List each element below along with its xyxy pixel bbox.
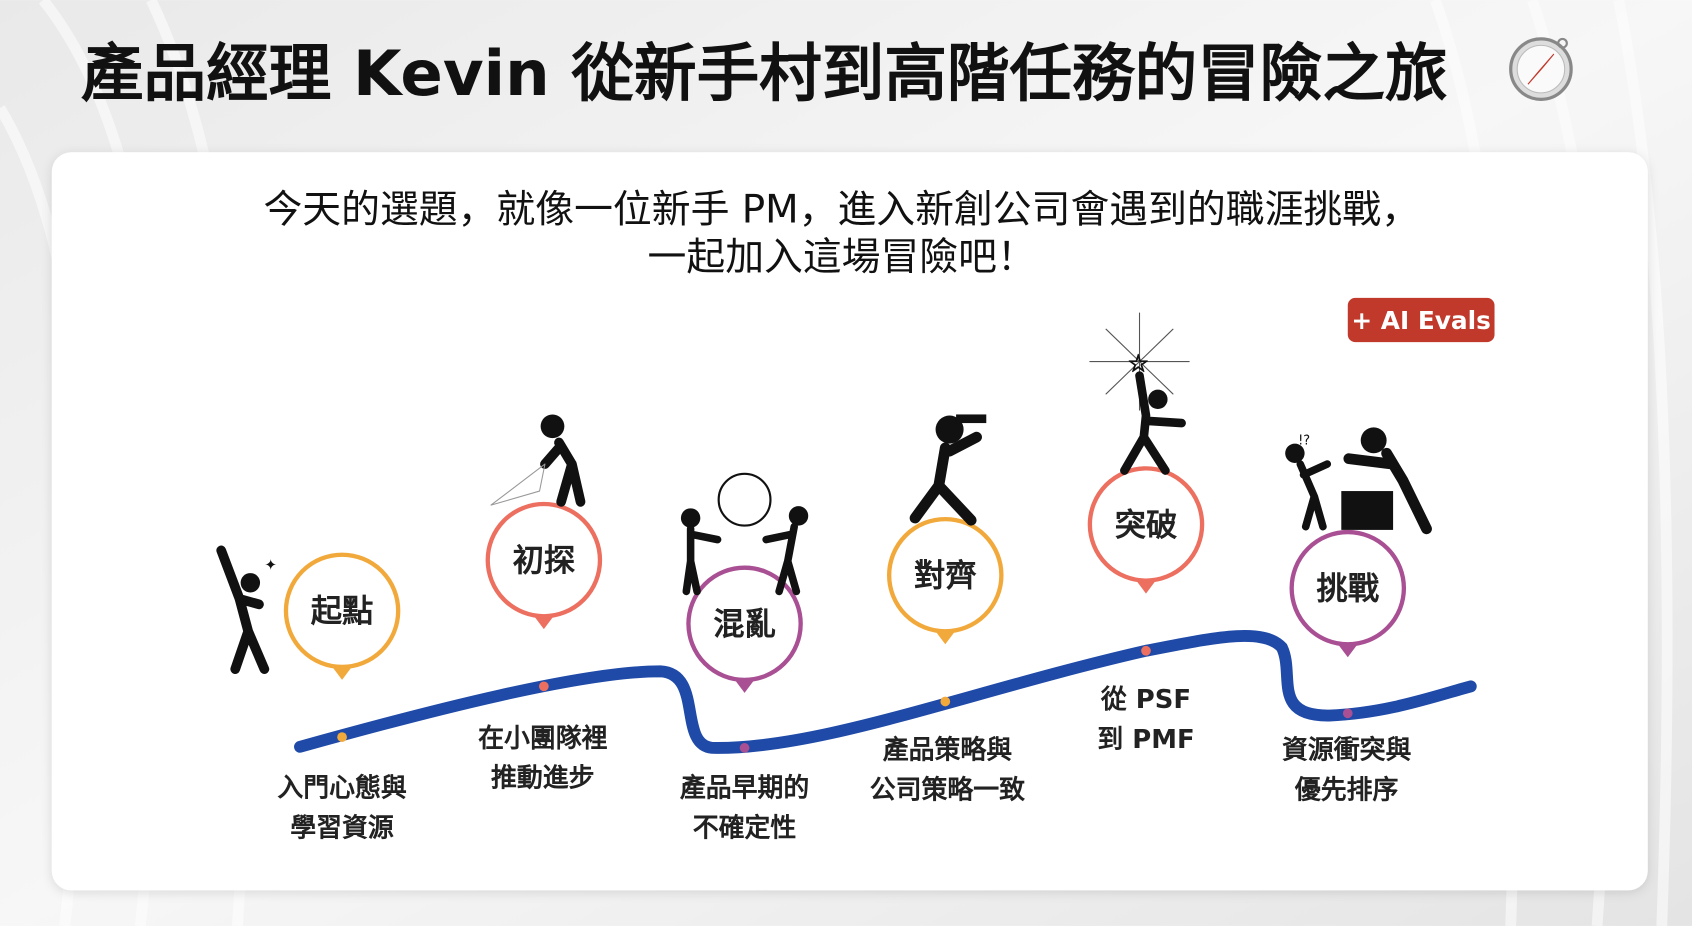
milestone-label-line2: 學習資源 [290, 813, 394, 843]
figure-conflict-icon: !? [1285, 427, 1432, 535]
ai-evals-badge: + AI Evals [1347, 297, 1495, 343]
stage-pin: 混亂 [686, 565, 803, 693]
stage-pin: 起點 [283, 552, 401, 680]
pin-label: 挑戰 [1316, 571, 1379, 607]
compass-icon [1509, 37, 1573, 101]
stage-pin: 初探 [485, 501, 603, 630]
figure-align-icon [909, 414, 987, 526]
milestone-label-line2: 不確定性 [693, 812, 797, 843]
milestone-dot [739, 743, 750, 753]
svg-text:!?: !? [1298, 434, 1310, 449]
milestone-dot [1141, 645, 1151, 656]
milestone-label-line2: 到 PMF [1097, 725, 1194, 755]
milestone-label-line2: 推動進步 [491, 763, 595, 794]
milestone-label-line1: 從 PSF [1100, 685, 1191, 715]
svg-text:✦: ✦ [264, 556, 277, 574]
subtitle-line-2: 一起加入這場冒險吧！ [648, 235, 1036, 280]
pin-circle [283, 552, 401, 670]
pin-circle [1289, 529, 1407, 647]
pin-circle [485, 501, 603, 619]
pin-label: 混亂 [713, 607, 776, 643]
milestone-label-line1: 資源衝突與 [1282, 735, 1412, 766]
milestone-dot [940, 696, 951, 707]
stage-pin: 挑戰 [1289, 529, 1407, 658]
journey-path [294, 629, 1477, 754]
subtitle-line-1: 今天的選題，就像一位新手 PM，進入新創公司會遇到的職涯挑戰， [263, 187, 1419, 232]
stage-pin: 對齊 [887, 516, 1004, 645]
pin-circle [686, 565, 803, 683]
milestone-dot [1342, 708, 1353, 719]
figure-explore-icon [490, 414, 586, 507]
milestone-label-line1: 產品策略與 [883, 735, 1013, 766]
stage-pin: 突破 [1087, 466, 1205, 594]
milestone-dot [337, 732, 347, 742]
figure-start-icon: ✦ [216, 545, 277, 674]
figure-breakthrough-icon: ☆ [1089, 312, 1190, 475]
figure-chaos-icon [680, 472, 809, 596]
pin-circle [887, 516, 1004, 634]
pin-circle [1087, 466, 1205, 583]
pin-label: 對齊 [914, 558, 977, 594]
milestone-dot [539, 681, 549, 692]
milestone-label-line2: 公司策略一致 [870, 775, 1025, 806]
milestone-label-line1: 入門心態與 [277, 772, 407, 803]
pin-label: 起點 [311, 594, 374, 630]
ai-evals-badge-label: + AI Evals [1351, 306, 1491, 335]
pin-label: 初探 [513, 543, 576, 579]
svg-text:☆: ☆ [1128, 349, 1149, 377]
page-title: 產品經理 Kevin 從新手村到高階任務的冒險之旅 [81, 37, 1448, 110]
milestone-dots [337, 645, 1353, 753]
milestone-label-line1: 產品早期的 [680, 772, 809, 803]
pin-label: 突破 [1115, 506, 1178, 543]
milestone-label-line1: 在小團隊裡 [478, 723, 608, 754]
milestone-label-line2: 優先排序 [1294, 775, 1399, 806]
